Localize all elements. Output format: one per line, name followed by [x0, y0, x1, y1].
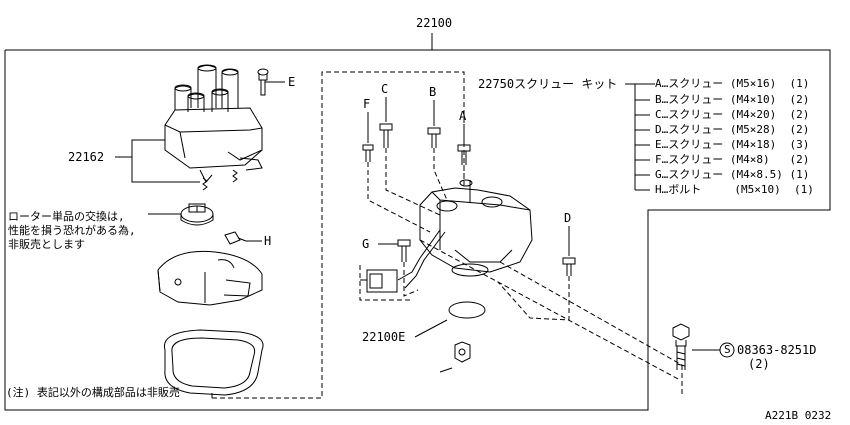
callout-e: E — [288, 75, 296, 89]
bolt-h-drawing — [224, 231, 262, 245]
callout-f: F — [363, 97, 371, 111]
rotor-note-line-1: ローター単品の交換は, — [8, 210, 125, 223]
distributor-housing-drawing — [157, 250, 263, 306]
distributor-body-drawing — [360, 179, 533, 373]
screw-f-drawing — [362, 112, 374, 162]
callout-g: G — [362, 237, 370, 251]
assembly-number: 22100 — [416, 16, 453, 30]
rotor-note: ローター単品の交換は, 性能を損う恐れがある為, 非販売とします — [8, 210, 136, 252]
assembly-paths — [359, 148, 683, 395]
cap-part-number: 22162 — [68, 150, 105, 164]
assembly-frame — [4, 49, 831, 411]
callout-h: H — [264, 234, 272, 248]
screw-g-drawing — [378, 239, 411, 262]
callout-a: A — [459, 109, 467, 123]
standard-part-symbol — [719, 342, 735, 358]
dashed-subframe — [212, 71, 465, 399]
callout-d: D — [564, 211, 572, 225]
footnote: (注) 表記以外の構成部品は非販売 — [6, 386, 180, 399]
o-ring-part-number: 22100E — [362, 330, 406, 344]
rotor-note-line-3: 非販売とします — [8, 238, 85, 251]
screw-e-drawing — [257, 68, 285, 96]
screw-b-drawing — [427, 100, 441, 148]
standard-part-symbol-letter: S — [724, 343, 731, 356]
kit-item-c: C…スクリュー (M4×20) (2) — [655, 108, 810, 121]
kit-item-e: E…スクリュー (M4×18) (3) — [655, 138, 810, 151]
kit-item-h: H…ボルト (M5×10) (1) — [655, 183, 814, 196]
figure-code: A221B 0232 — [765, 409, 832, 422]
kit-item-a: A…スクリュー (M5×16) (1) — [655, 77, 810, 90]
kit-item-f: F…スクリュー (M4×8) (2) — [655, 153, 810, 166]
callout-b: B — [429, 85, 437, 99]
gasket-drawing — [163, 329, 264, 396]
callout-c: C — [381, 82, 389, 96]
rotor-drawing — [180, 203, 214, 226]
screw-a-drawing — [457, 124, 471, 165]
kit-title: 22750スクリュー キット — [478, 77, 618, 91]
o-ring-drawing — [448, 301, 486, 319]
kit-item-g: G…スクリュー (M4×8.5) (1) — [655, 168, 810, 181]
bolt-quantity: (2) — [748, 357, 770, 371]
distributor-cap-drawing — [164, 64, 263, 191]
screw-c-drawing — [379, 97, 393, 148]
kit-item-b: B…スクリュー (M4×10) (2) — [655, 93, 810, 106]
screw-d-drawing — [562, 226, 576, 276]
bolt-part-number: 08363-8251D — [737, 343, 817, 357]
rotor-note-line-2: 性能を損う恐れがある為, — [8, 224, 136, 237]
kit-item-d: D…スクリュー (M5×28) (2) — [655, 123, 810, 136]
bolt-08363-drawing — [672, 323, 720, 370]
